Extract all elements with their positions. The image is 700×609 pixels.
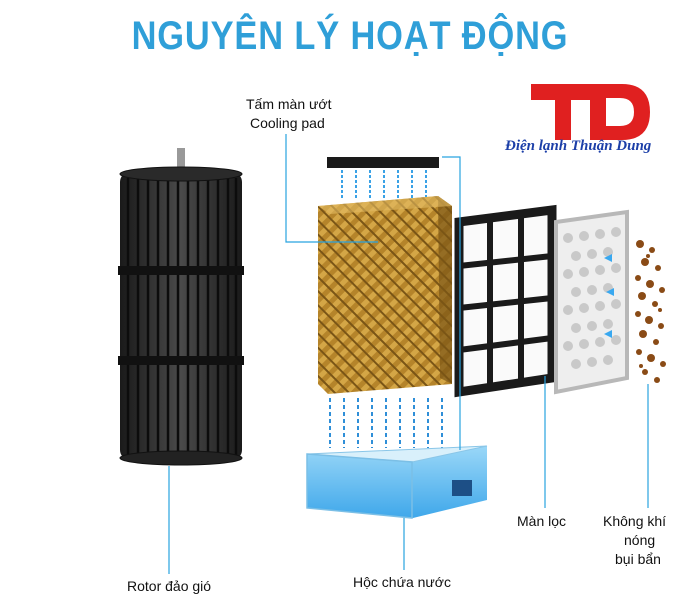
label-water-tank: Hộc chứa nước [353, 574, 451, 590]
water-tank [306, 445, 488, 519]
spray-bar [327, 157, 439, 198]
label-hot-air-line1: Không khí [603, 513, 667, 529]
label-cooling-pad-line1: Tấm màn ướt [246, 96, 332, 112]
filter-frame [454, 204, 557, 398]
rotor-illustration [118, 148, 244, 466]
label-filter: Màn lọc [517, 513, 567, 529]
leader-lines [168, 134, 649, 574]
brand-name: Điện lạnh Thuận Dung [505, 138, 652, 154]
cooling-pad [318, 196, 452, 394]
label-hot-air-line3: bụi bẩn [615, 551, 661, 567]
dust-particles [635, 240, 666, 383]
falling-water [329, 398, 443, 448]
brand-logo [531, 84, 650, 140]
label-rotor: Rotor đảo gió [127, 578, 212, 594]
page-title: NGUYÊN LÝ HOẠT ĐỘNG [131, 14, 569, 58]
label-cooling-pad-line2: Cooling pad [250, 115, 325, 131]
label-hot-air-line2: nóng [624, 532, 656, 548]
mesh-filter [554, 209, 629, 395]
